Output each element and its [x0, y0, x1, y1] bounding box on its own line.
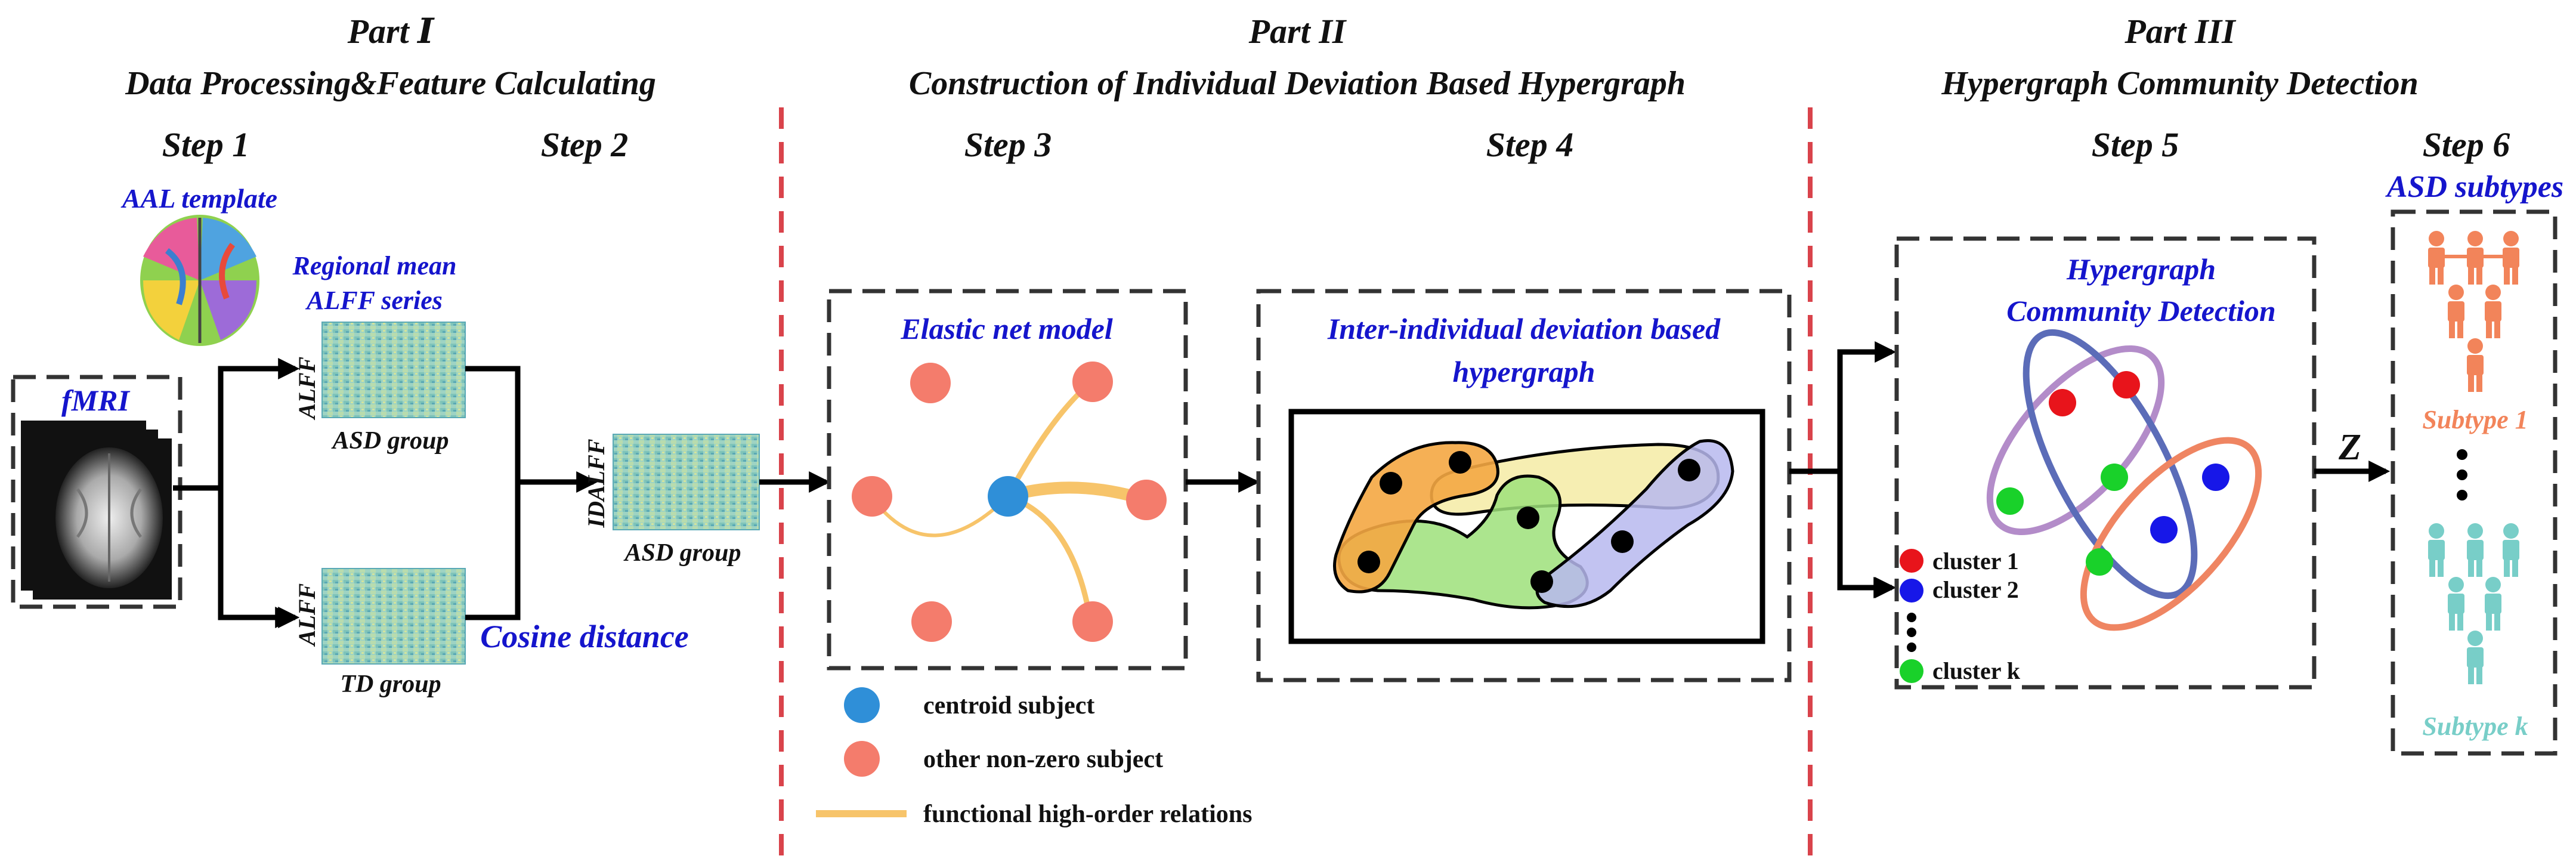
subtypes-box [2391, 209, 2558, 756]
elastic-net-nodes [852, 362, 1167, 642]
cluster2-swatch [1900, 579, 1924, 603]
cluster-node [1996, 487, 2024, 515]
legend-centroid-label: centroid subject [923, 692, 1094, 719]
asd-group-label: ASD group [331, 427, 449, 455]
hypergraph-title-2: hypergraph [1453, 355, 1595, 388]
relation-edge [1005, 493, 1093, 623]
alff-axis-label-asd: ALFF [293, 356, 320, 421]
ellipsis-dot [1907, 613, 1916, 622]
step3-label: Step 3 [964, 125, 1052, 164]
regional-mean-label-2: ALFF series [305, 286, 443, 315]
hypergraph-title-1: Inter-individual deviation based [1327, 312, 1721, 345]
asd-alff-heatmap [321, 322, 466, 418]
community-nodes [1996, 371, 2229, 576]
subject-node [1517, 506, 1539, 529]
step2-label: Step 2 [541, 125, 629, 164]
part2-title: Part II [1248, 12, 1347, 51]
community-title-2: Community Detection [2006, 294, 2275, 328]
clusterk-swatch [1900, 659, 1924, 683]
non-zero-subject-node [1072, 601, 1113, 642]
aal-brain-icon [140, 215, 259, 346]
subject-node [1611, 530, 1634, 553]
part1-title: Part Ⅰ [347, 12, 435, 51]
cluster1-swatch [1900, 549, 1924, 573]
centroid-subject-node [988, 476, 1028, 517]
subtype1-people-icon [2428, 231, 2519, 392]
ellipsis-dot [1907, 642, 1916, 652]
arrow-to-step5 [1789, 349, 1891, 588]
non-zero-subject-node [1072, 362, 1113, 402]
legend-nonzero-label: other non-zero subject [923, 746, 1163, 773]
asd-group-label-2: ASD group [623, 539, 741, 567]
subject-node [1530, 570, 1553, 593]
regional-mean-label-1: Regional mean [292, 251, 456, 280]
part1-subtitle: Data Processing&Feature Calculating [125, 65, 656, 102]
clusterk-label: cluster k [1932, 657, 2021, 684]
legend-centroid-swatch [844, 687, 880, 723]
fmri-label: fMRI [61, 384, 130, 417]
subtypek-label: Subtype k [2422, 712, 2528, 741]
relation-edge [1005, 379, 1094, 499]
cluster-legend: cluster 1 cluster 2 cluster k [1900, 548, 2021, 684]
step6-label: Step 6 [2423, 125, 2510, 164]
subject-node [1357, 551, 1380, 573]
non-zero-subject-node [910, 363, 951, 403]
alff-axis-label-td: ALFF [293, 583, 320, 647]
community-ellipse-blue [2023, 329, 2198, 600]
part3-header: Part III Hypergraph Community Detection [1941, 12, 2419, 102]
non-zero-subject-node [852, 476, 892, 517]
legend-nonzero-swatch [844, 741, 880, 777]
community-title-1: Hypergraph [2066, 252, 2216, 286]
step5-label: Step 5 [2092, 125, 2179, 164]
subject-node [1449, 451, 1471, 474]
hypergraph-nodes [1357, 451, 1700, 593]
cluster1-label: cluster 1 [1932, 548, 2019, 574]
legend: centroid subject other non-zero subject … [816, 687, 1252, 828]
arrow-heatmaps-merge [465, 366, 593, 620]
fmri-box [11, 375, 183, 609]
hypergraph-box [1256, 289, 1792, 682]
step4-label: Step 4 [1486, 125, 1574, 164]
non-zero-subject-node [1126, 480, 1167, 520]
part3-title: Part III [2124, 12, 2237, 51]
community-ellipse-orange [2080, 437, 2262, 631]
relation-edge [872, 495, 1010, 537]
part3-subtitle: Hypergraph Community Detection [1941, 65, 2419, 102]
td-alff-heatmap [321, 568, 466, 665]
relation-edge [1002, 481, 1152, 506]
part2-header: Part II Construction of Individual Devia… [909, 12, 1686, 102]
ellipsis-dot [1907, 628, 1916, 637]
cluster-node [2202, 464, 2229, 491]
subtypek-people-icon [2428, 523, 2519, 684]
asd-idalff-heatmap [613, 434, 760, 530]
subject-node [1380, 472, 1402, 495]
cluster-node [2049, 389, 2076, 416]
fmri-brain-slices-icon [21, 421, 172, 600]
aal-template-label: AAL template [120, 183, 277, 214]
hyperedge-purple [1535, 439, 1734, 608]
cluster-node [2101, 464, 2128, 491]
td-group-label: TD group [340, 671, 441, 698]
elastic-net-title: Elastic net model [900, 312, 1113, 345]
part2-subtitle: Construction of Individual Deviation Bas… [909, 65, 1686, 102]
idalff-axis-label: IDALFF [583, 438, 610, 528]
z-label: Z [2338, 427, 2361, 468]
cluster-node [2113, 371, 2140, 398]
subject-node [1678, 459, 1700, 481]
cluster-node [2086, 548, 2113, 576]
subtype-ellipsis [2457, 449, 2467, 501]
community-detection-box [1894, 236, 2317, 690]
step1-label: Step 1 [162, 125, 250, 164]
cosine-distance-label: Cosine distance [480, 619, 689, 654]
cluster2-label: cluster 2 [1932, 576, 2019, 603]
arrow-fmri-split [173, 366, 292, 617]
part1-header: Part Ⅰ Data Processing&Feature Calculati… [125, 12, 656, 102]
subtype1-label: Subtype 1 [2422, 405, 2528, 434]
asd-subtypes-title: ASD subtypes [2385, 170, 2563, 204]
cluster-node [2150, 516, 2178, 543]
non-zero-subject-node [911, 601, 952, 642]
legend-relation-label: functional high-order relations [923, 801, 1252, 828]
